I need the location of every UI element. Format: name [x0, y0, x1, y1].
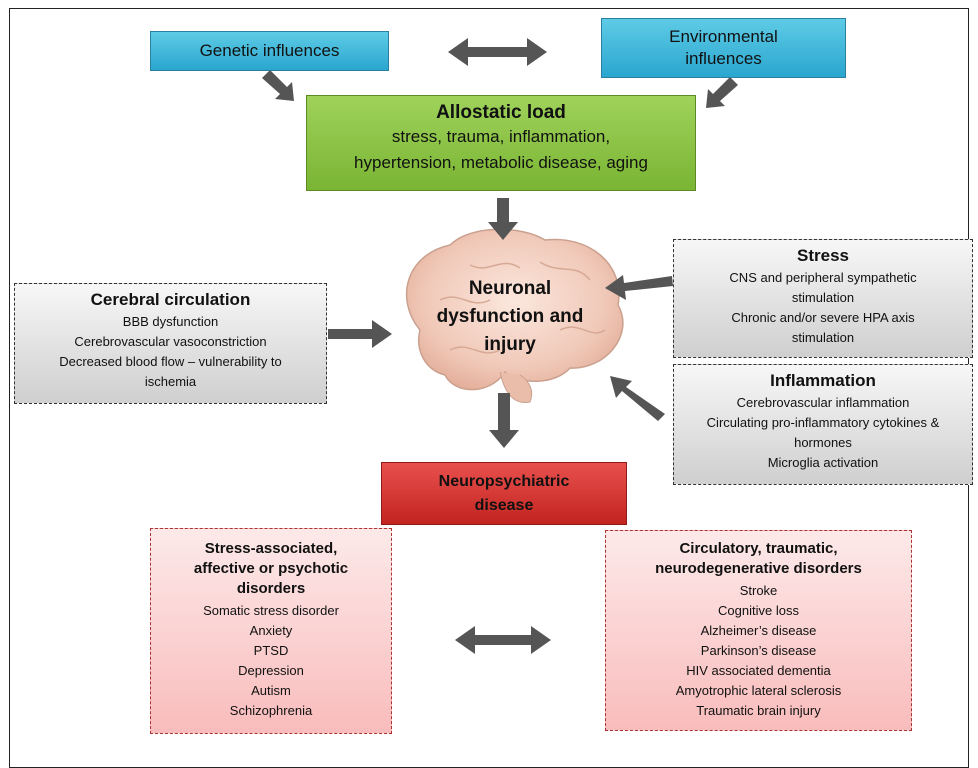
allostatic-line-2: hypertension, metabolic disease, aging [354, 153, 648, 172]
environmental-influences-box: Environmental influences [601, 18, 846, 78]
arrow-allostatic-brain [488, 198, 518, 240]
stress-disorders-title-2: affective or psychotic [193, 560, 349, 577]
list-item: Anxiety [249, 623, 293, 638]
list-item: Traumatic brain injury [696, 703, 821, 718]
neuro-line-1: Neuropsychiatric [438, 472, 570, 490]
inflammation-line-2: Circulating pro-inflammatory cytokines & [706, 415, 940, 430]
stress-disorders-box: Stress-associated, affective or psychoti… [150, 528, 392, 734]
inflammation-line-1: Cerebrovascular inflammation [736, 395, 910, 410]
double-arrow-bottom [455, 626, 551, 654]
center-line-2: dysfunction and [436, 306, 584, 327]
inflammation-line-4: Microglia activation [767, 455, 879, 470]
circulatory-disorders-box: Circulatory, traumatic, neurodegenerativ… [605, 530, 912, 731]
neuronal-dysfunction-title: Neuronal dysfunction and injury [420, 275, 600, 359]
arrow-brain-neuro [489, 393, 519, 448]
arrow-cerebral-brain [328, 320, 392, 348]
environmental-line-2: influences [685, 49, 762, 68]
cerebral-circulation-box: Cerebral circulation BBB dysfunction Cer… [14, 283, 327, 404]
list-item: Parkinson’s disease [700, 643, 817, 658]
brain-icon [405, 228, 624, 404]
stress-line-4: stimulation [791, 330, 855, 345]
center-line-3: injury [484, 334, 536, 355]
neuro-line-2: disease [474, 496, 534, 514]
list-item: HIV associated dementia [686, 663, 831, 678]
stress-line-2: stimulation [791, 290, 855, 305]
neuropsychiatric-disease-box: Neuropsychiatric disease [381, 462, 627, 525]
cerebral-title: Cerebral circulation [90, 290, 251, 309]
stress-line-1: CNS and peripheral sympathetic [729, 270, 917, 285]
stress-disorders-title: Stress-associated, affective or psychoti… [151, 539, 391, 599]
list-item: PTSD [253, 643, 289, 658]
arrow-environmental-allostatic [706, 77, 738, 108]
inflammation-line-3: hormones [794, 435, 852, 450]
stress-line-3: Chronic and/or severe HPA axis [731, 310, 915, 325]
allostatic-line-1: stress, trauma, inflammation, [391, 127, 611, 146]
inflammation-title: Inflammation [770, 371, 876, 390]
list-item: Autism [251, 683, 291, 698]
cerebral-line-4: ischemia [144, 374, 197, 389]
allostatic-load-box: Allostatic load stress, trauma, inflamma… [306, 95, 696, 191]
genetic-influences-label: Genetic influences [199, 41, 340, 60]
list-item: Schizophrenia [229, 703, 313, 718]
arrow-genetic-allostatic [262, 70, 294, 101]
stress-disorders-title-1: Stress-associated, [204, 540, 338, 557]
double-arrow-top [448, 38, 547, 66]
circulatory-title-2: neurodegenerative disorders [655, 560, 862, 577]
circulatory-disorders-title: Circulatory, traumatic, neurodegenerativ… [606, 539, 911, 579]
stress-disorders-title-3: disorders [236, 580, 306, 597]
list-item: Stroke [739, 583, 778, 598]
cerebral-line-2: Cerebrovascular vasoconstriction [74, 334, 267, 349]
stress-box: Stress CNS and peripheral sympathetic st… [673, 239, 973, 358]
circulatory-title-1: Circulatory, traumatic, [679, 540, 838, 557]
allostatic-title: Allostatic load [436, 102, 566, 123]
arrow-inflammation-brain [610, 376, 665, 421]
arrow-stress-brain [605, 275, 673, 300]
cerebral-line-1: BBB dysfunction [122, 314, 219, 329]
inflammation-box: Inflammation Cerebrovascular inflammatio… [673, 364, 973, 485]
list-item: Depression [238, 663, 304, 678]
list-item: Alzheimer’s disease [700, 623, 817, 638]
list-item: Cognitive loss [718, 603, 799, 618]
center-line-1: Neuronal [468, 278, 552, 299]
list-item: Somatic stress disorder [203, 603, 339, 618]
genetic-influences-box: Genetic influences [150, 31, 389, 71]
arrows-layer [262, 38, 738, 654]
environmental-line-1: Environmental [669, 27, 778, 46]
stress-title: Stress [797, 246, 849, 265]
cerebral-line-3: Decreased blood flow – vulnerability to [59, 354, 282, 369]
list-item: Amyotrophic lateral sclerosis [675, 683, 842, 698]
